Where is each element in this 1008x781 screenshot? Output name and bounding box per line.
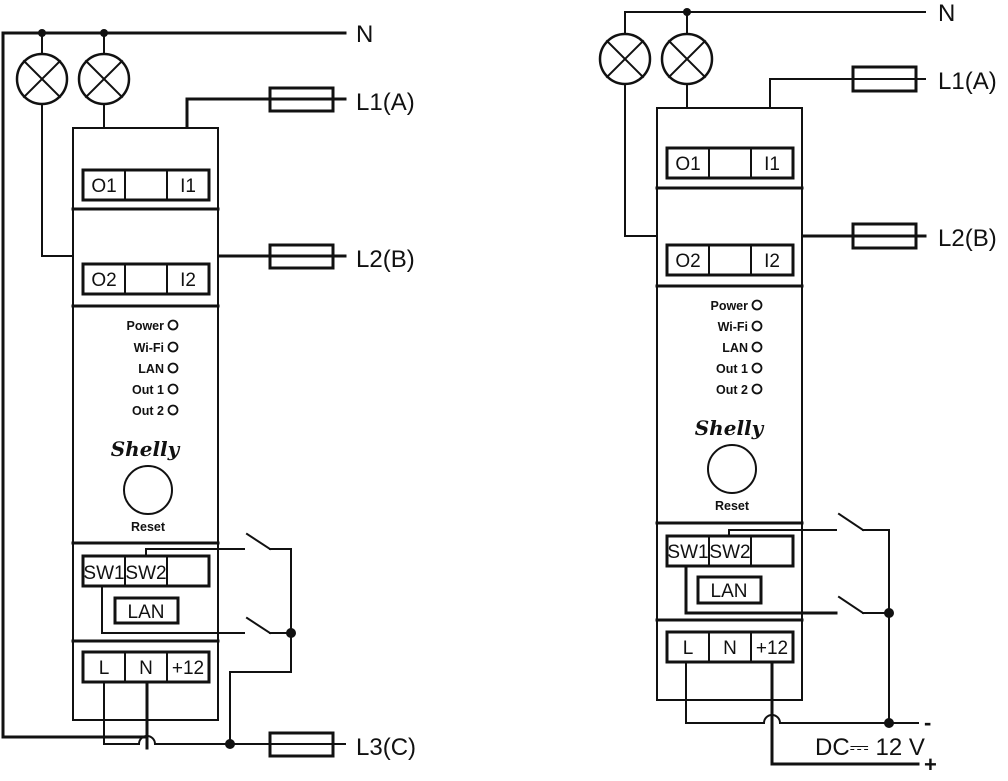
- terminal-o2: O2: [91, 270, 116, 291]
- dc-minus-label: -: [924, 710, 931, 735]
- led-indicators: Power Wi-Fi LAN Out 1 Out 2: [710, 299, 763, 397]
- terminal-i2: I2: [180, 270, 196, 291]
- led-power-icon: [167, 319, 179, 331]
- reset-button[interactable]: [707, 444, 757, 494]
- reset-button[interactable]: [123, 465, 173, 515]
- shelly-logo: Shelly: [695, 416, 765, 440]
- terminal-i2: I2: [764, 251, 780, 272]
- terminal-block-power: L N +12: [665, 630, 795, 664]
- led-wifi-label: Wi-Fi: [134, 341, 164, 355]
- reset-label: Reset: [131, 520, 166, 534]
- switch-sw2: [837, 512, 865, 532]
- terminal-n: N: [723, 638, 737, 659]
- terminal-sw2: SW2: [125, 563, 166, 584]
- lamp-2: [77, 32, 131, 171]
- switches-wiring: [101, 532, 296, 745]
- switch-sw2: [245, 532, 272, 551]
- neutral-label: N: [356, 21, 373, 48]
- shelly-logo: Shelly: [111, 437, 181, 461]
- terminal-l: L: [99, 658, 110, 679]
- terminal-block-outputs-2: O2 I2: [81, 262, 211, 296]
- dc-plus-label: +: [924, 752, 937, 777]
- led-out2-icon: [751, 383, 763, 395]
- fuse-l2: L2(B): [186, 243, 415, 273]
- terminal-sw1: SW1: [83, 563, 124, 584]
- terminal-l: L: [683, 638, 694, 659]
- terminal-o1: O1: [675, 154, 700, 175]
- junction-dot: [225, 739, 235, 749]
- led-lan-label: LAN: [722, 341, 748, 355]
- terminal-block-outputs-2: O2 I2: [665, 243, 795, 277]
- led-out1-label: Out 1: [132, 383, 164, 397]
- lan-port: LAN: [113, 596, 180, 625]
- led-lan-icon: [167, 362, 179, 374]
- led-out1-icon: [751, 362, 763, 374]
- led-wifi-icon: [751, 320, 763, 332]
- terminal-o2: O2: [675, 251, 700, 272]
- led-power-label: Power: [126, 319, 164, 333]
- terminal-sw2: SW2: [709, 542, 750, 563]
- switches-wiring: [684, 512, 894, 724]
- l1-label: L1(A): [356, 89, 415, 116]
- terminal-o1: O1: [91, 176, 116, 197]
- dc-voltage-label: DC⎓ 12 V: [815, 734, 925, 761]
- terminal-plus12: +12: [172, 658, 204, 679]
- terminal-block-outputs-1: O1 I1: [81, 168, 211, 202]
- neutral-line-dc: N: [624, 0, 955, 35]
- fuse-l1: L1(A): [769, 65, 997, 149]
- lamp-2: [660, 11, 714, 149]
- l2-label: L2(B): [356, 246, 415, 273]
- l1-label: L1(A): [938, 68, 997, 95]
- fuse-l1: L1(A): [185, 86, 415, 172]
- led-lan-icon: [751, 341, 763, 353]
- reset-label: Reset: [715, 499, 750, 513]
- ac-wiring-diagram: N L1(A) L2(B): [1, 21, 416, 761]
- led-wifi-label: Wi-Fi: [718, 320, 748, 334]
- led-out2-label: Out 2: [716, 383, 748, 397]
- junction-dot: [884, 718, 894, 728]
- led-out2-label: Out 2: [132, 404, 164, 418]
- dc-wiring-diagram: N L1(A) L2(B): [598, 0, 997, 777]
- l2-label: L2(B): [938, 225, 997, 252]
- terminal-block-switches: SW1 SW2: [665, 534, 795, 568]
- lan-port-label: LAN: [128, 602, 165, 623]
- fuse-l2: L2(B): [769, 222, 997, 252]
- dc-supply: - + DC⎓ 12 V: [685, 660, 937, 777]
- lan-port-label: LAN: [711, 581, 748, 602]
- fuse-l3: L3(C): [103, 680, 416, 761]
- led-power-label: Power: [710, 299, 748, 313]
- terminal-block-power: L N +12: [81, 650, 211, 684]
- terminal-i1: I1: [764, 154, 780, 175]
- l3-label: L3(C): [356, 734, 416, 761]
- led-out2-icon: [167, 404, 179, 416]
- led-wifi-icon: [167, 341, 179, 353]
- terminal-sw1: SW1: [667, 542, 708, 563]
- neutral-label: N: [938, 0, 955, 27]
- terminal-plus12: +12: [756, 638, 788, 659]
- terminal-n: N: [139, 658, 153, 679]
- led-indicators: Power Wi-Fi LAN Out 1 Out 2: [126, 319, 179, 418]
- terminal-block-outputs-1: O1 I1: [665, 146, 795, 180]
- switch-sw1: [837, 595, 865, 615]
- neutral-line: N: [1, 21, 373, 750]
- led-power-icon: [751, 299, 763, 311]
- shelly-device: O1 I1 O2 I2 Power Wi-Fi LAN Out 1: [71, 127, 220, 721]
- led-out1-label: Out 1: [716, 362, 748, 376]
- terminal-i1: I1: [180, 176, 196, 197]
- switch-sw1: [245, 616, 272, 635]
- lan-port: LAN: [696, 575, 763, 605]
- terminal-block-switches: SW1 SW2: [81, 554, 211, 588]
- led-out1-icon: [167, 383, 179, 395]
- led-lan-label: LAN: [138, 362, 164, 376]
- shelly-device: O1 I1 O2 I2 Power Wi-Fi LAN Out 1 Out 2: [655, 107, 804, 701]
